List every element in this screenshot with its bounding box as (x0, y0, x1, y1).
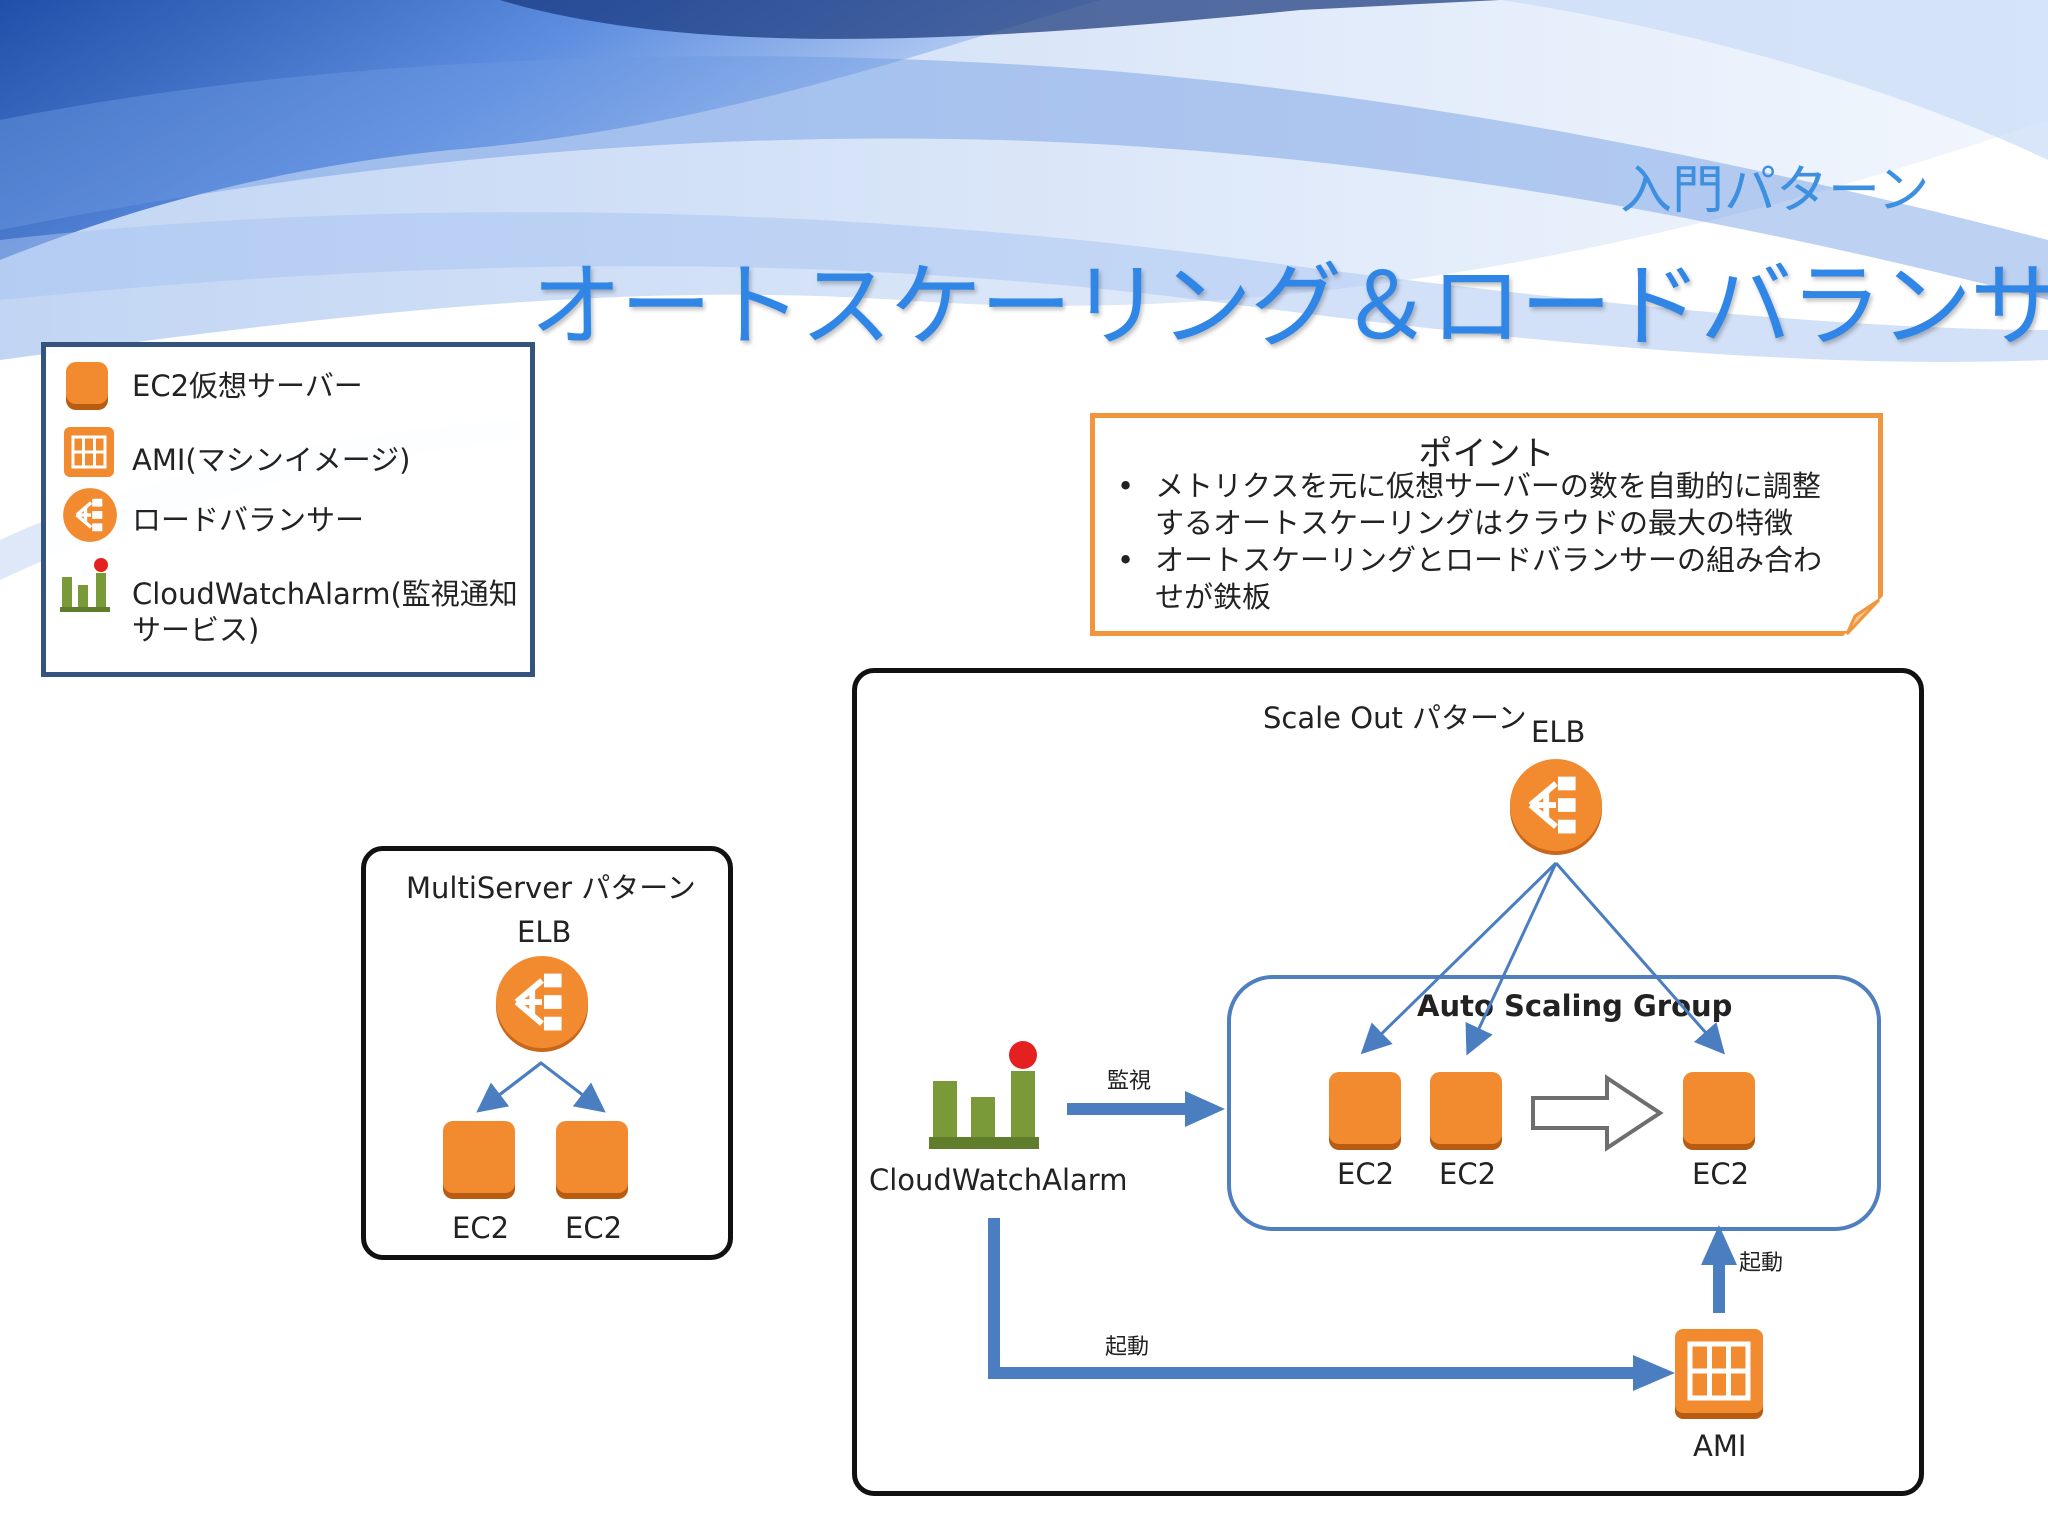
ec2-icon (66, 362, 108, 404)
multiserver-panel: MultiServer パターン ELB EC2 EC2 (361, 846, 733, 1260)
monitor-label: 監視 (1107, 1069, 1152, 1094)
multiserver-ec2-label: EC2 (565, 1211, 623, 1245)
point-title: ポイント (1418, 434, 1555, 474)
elb-icon (63, 488, 117, 542)
cloudwatch-alarm-icon (60, 558, 110, 612)
point-bullet-2-line2: せが鉄板 (1155, 580, 1272, 614)
scaleout-ec2-label: EC2 (1439, 1157, 1497, 1191)
elb-icon (495, 955, 589, 1053)
page-subtitle: 入門パターン (1620, 161, 1930, 221)
multiserver-arrows (476, 1061, 606, 1113)
legend-label-elb: ロードバランサー (132, 503, 365, 537)
ami-icon (64, 427, 114, 477)
multiserver-title: MultiServer パターン (406, 871, 696, 905)
page-title: オートスケーリング＆ロードバランサー (530, 253, 2048, 360)
multiserver-elb-label: ELB (517, 915, 572, 949)
legend-label-cloudwatch-1: CloudWatchAlarm(監視通知 (132, 577, 518, 611)
ec2-icon (556, 1121, 628, 1193)
bullet-mark: • (1117, 543, 1135, 577)
scaleout-ec2-label: EC2 (1337, 1157, 1395, 1191)
ami-label: AMI (1693, 1429, 1747, 1463)
alarm-label: CloudWatchAlarm (869, 1163, 1128, 1197)
scaleout-panel: Scale Out パターン ELB Auto Scaling Group (852, 668, 1924, 1496)
launch-label-bottom: 起動 (1105, 1335, 1150, 1360)
point-bullet-2-line1: オートスケーリングとロードバランサーの組み合わ (1155, 543, 1823, 577)
legend-label-ec2: EC2仮想サーバー (132, 369, 363, 403)
multiserver-ec2-label: EC2 (452, 1211, 510, 1245)
elb-icon (1509, 758, 1603, 856)
auto-scaling-group (1227, 975, 1881, 1231)
point-bullet-1-line1: メトリクスを元に仮想サーバーの数を自動的に調整 (1155, 469, 1821, 503)
ec2-icon (443, 1121, 515, 1193)
launch-label-right: 起動 (1739, 1251, 1784, 1276)
scaleout-title: Scale Out パターン (1263, 701, 1527, 735)
legend-label-cloudwatch-2: サービス) (132, 613, 260, 647)
point-bullet-1-line2: するオートスケーリングはクラウドの最大の特徴 (1155, 506, 1794, 540)
bullet-mark: • (1117, 469, 1135, 503)
asg-label: Auto Scaling Group (1417, 989, 1733, 1023)
scaleout-elb-label: ELB (1531, 715, 1586, 749)
legend-label-ami: AMI(マシンイメージ) (132, 443, 411, 477)
scaleout-ec2-label: EC2 (1692, 1157, 1750, 1191)
point-note: ポイント • メトリクスを元に仮想サーバーの数を自動的に調整 するオートスケーリ… (1090, 413, 1883, 636)
ec2-icon (1430, 1072, 1502, 1144)
legend-panel: EC2仮想サーバー AMI(マシンイメージ) ロードバランサー CloudWat… (41, 342, 535, 677)
ec2-icon (1329, 1072, 1401, 1144)
cloudwatch-alarm-icon (929, 1041, 1039, 1149)
ec2-icon (1683, 1072, 1755, 1144)
ami-icon (1675, 1329, 1763, 1419)
page-curl-icon (1843, 596, 1883, 636)
scaleout-arrows (988, 861, 1737, 1391)
